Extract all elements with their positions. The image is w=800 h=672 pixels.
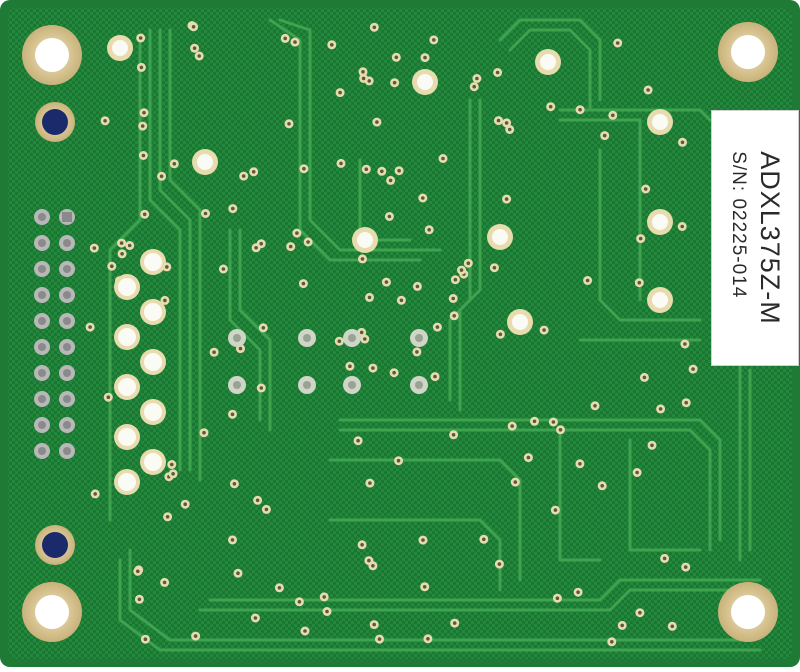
pin-header	[34, 209, 75, 459]
mounting-hole-top-right	[718, 22, 778, 82]
mounting-hole-top-left	[22, 25, 82, 85]
mounting-hole-bottom-left	[22, 582, 82, 642]
serial-label: ADXL375Z-M S/N: 02225-014	[711, 110, 799, 366]
serial-number: S/N: 02225-014	[728, 151, 749, 299]
sensor-pads	[228, 329, 428, 394]
part-number: ADXL375Z-M	[755, 151, 785, 325]
blue-hole-bottom	[35, 525, 75, 565]
mounting-hole-bottom-right	[718, 582, 778, 642]
blue-hole-top	[35, 102, 75, 142]
large-pads	[114, 249, 166, 495]
serial-label-text: ADXL375Z-M S/N: 02225-014	[723, 151, 787, 325]
